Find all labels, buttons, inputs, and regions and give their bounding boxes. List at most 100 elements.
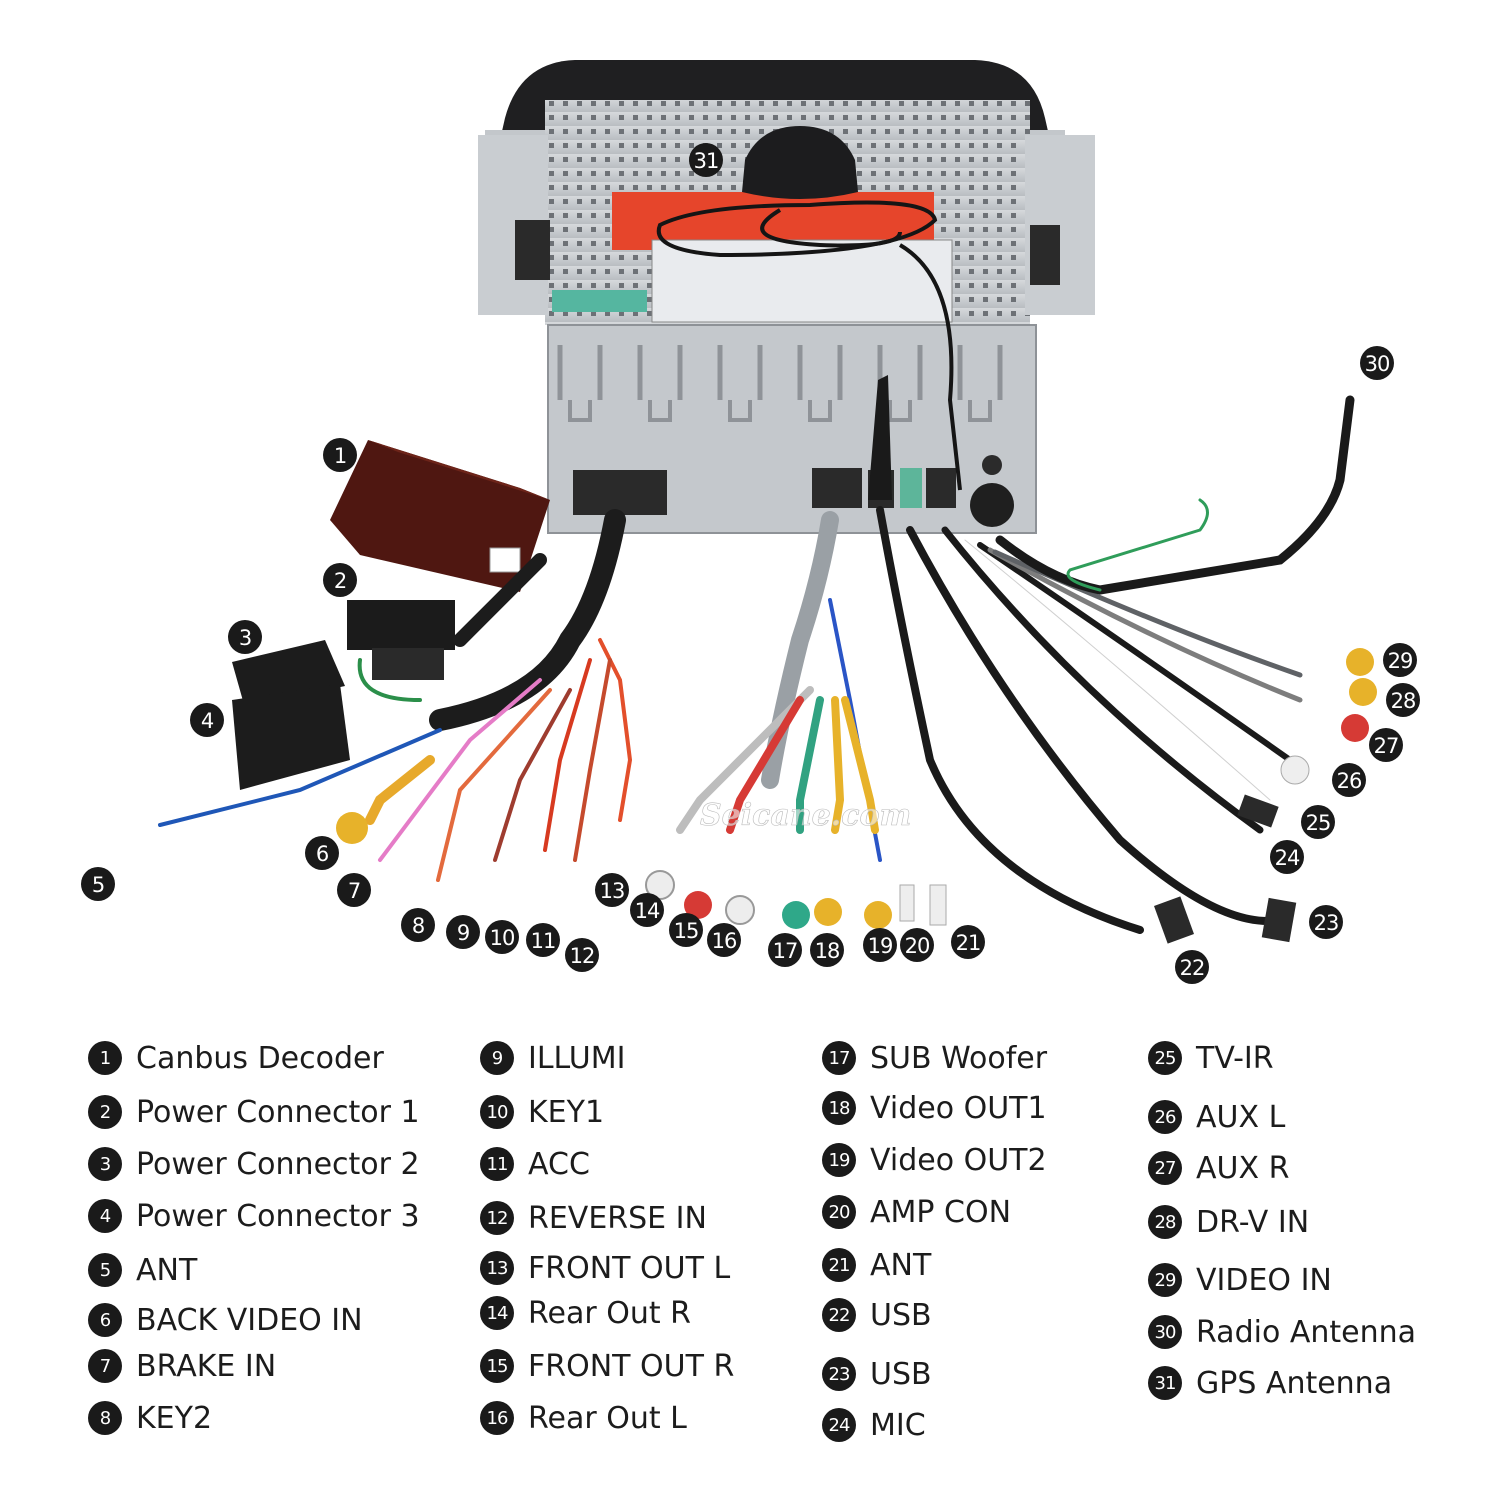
callout-badge-17: 17 [768, 933, 802, 967]
legend-item-16: 16 Rear Out L [480, 1398, 687, 1438]
callout-badge-11: 11 [526, 923, 560, 957]
callout-badge-13: 13 [595, 873, 629, 907]
svg-text:19: 19 [868, 934, 893, 958]
rca-plugs [336, 648, 1377, 944]
legend-label: ANT [870, 1247, 932, 1283]
callout-badge-6: 6 [305, 836, 339, 870]
callout-badge-5: 5 [81, 867, 115, 901]
legend-number: 16 [480, 1401, 514, 1435]
legend-number: 17 [822, 1041, 856, 1075]
legend-label: AUX L [1196, 1099, 1286, 1135]
svg-text:1: 1 [334, 444, 346, 468]
legend-label: GPS Antenna [1196, 1365, 1393, 1401]
svg-text:21: 21 [956, 931, 981, 955]
legend-label: KEY2 [136, 1400, 213, 1436]
legend-number: 15 [480, 1349, 514, 1383]
svg-text:3: 3 [239, 626, 251, 650]
callout-badge-25: 25 [1301, 805, 1335, 839]
legend-label: Power Connector 2 [136, 1146, 420, 1182]
callout-badge-22: 22 [1175, 950, 1209, 984]
legend-number: 14 [480, 1296, 514, 1330]
legend-number: 2 [88, 1095, 122, 1129]
legend-label: FRONT OUT R [528, 1348, 735, 1384]
legend-item-5: 5 ANT [88, 1250, 197, 1290]
legend-number: 10 [480, 1095, 514, 1129]
legend-number: 13 [480, 1251, 514, 1285]
legend-item-6: 6 BACK VIDEO IN [88, 1300, 363, 1340]
legend-number: 3 [88, 1147, 122, 1181]
legend-label: KEY1 [528, 1094, 605, 1130]
callout-badge-23: 23 [1309, 905, 1343, 939]
legend-label: ANT [136, 1252, 198, 1288]
svg-text:17: 17 [773, 939, 798, 963]
legend-label: BACK VIDEO IN [136, 1302, 363, 1338]
legend-number: 4 [88, 1199, 122, 1233]
svg-text:10: 10 [490, 926, 515, 950]
legend-label: Radio Antenna [1196, 1314, 1417, 1350]
legend-item-3: 3 Power Connector 2 [88, 1144, 420, 1184]
legend-number: 20 [822, 1195, 856, 1229]
svg-text:20: 20 [905, 934, 930, 958]
legend-number: 29 [1148, 1263, 1182, 1297]
svg-text:4: 4 [201, 709, 214, 733]
legend-number: 5 [88, 1253, 122, 1287]
callout-badge-9: 9 [446, 915, 480, 949]
svg-text:23: 23 [1314, 911, 1339, 935]
legend-item-21: 21 ANT [822, 1245, 931, 1285]
legend-number: 6 [88, 1303, 122, 1337]
svg-text:28: 28 [1391, 689, 1416, 713]
callout-badge-7: 7 [337, 873, 371, 907]
legend-item-12: 12 REVERSE IN [480, 1198, 707, 1238]
legend-number: 24 [822, 1408, 856, 1442]
legend-label: REVERSE IN [528, 1200, 707, 1236]
legend-label: FRONT OUT L [528, 1250, 731, 1286]
legend-label: Video OUT2 [870, 1142, 1047, 1178]
callout-badge-15: 15 [669, 913, 703, 947]
callout-badge-30: 30 [1360, 346, 1394, 380]
legend-label: VIDEO IN [1196, 1262, 1332, 1298]
legend-number: 25 [1148, 1041, 1182, 1075]
canbus-decoder [330, 440, 550, 592]
callout-badge-29: 29 [1383, 643, 1417, 677]
svg-text:2: 2 [334, 569, 346, 593]
legend-label: USB [870, 1356, 932, 1392]
legend-number: 7 [88, 1349, 122, 1383]
callout-badge-18: 18 [810, 933, 844, 967]
legend-label: Rear Out L [528, 1400, 687, 1436]
svg-text:16: 16 [712, 929, 737, 953]
legend-number: 28 [1148, 1205, 1182, 1239]
legend-item-10: 10 KEY1 [480, 1092, 604, 1132]
legend-number: 31 [1148, 1366, 1182, 1400]
legend-number: 12 [480, 1201, 514, 1235]
legend-number: 19 [822, 1143, 856, 1177]
legend-number: 30 [1148, 1315, 1182, 1349]
svg-text:13: 13 [600, 879, 625, 903]
callout-badge-10: 10 [485, 920, 519, 954]
callout-badge-1: 1 [323, 438, 357, 472]
callout-badge-3: 3 [228, 620, 262, 654]
callout-badge-16: 16 [707, 923, 741, 957]
legend-number: 21 [822, 1248, 856, 1282]
legend-number: 18 [822, 1091, 856, 1125]
watermark: Seicane.com [700, 798, 911, 833]
callout-badge-24: 24 [1270, 840, 1304, 874]
wire-harness [158, 395, 1355, 934]
svg-text:15: 15 [674, 919, 699, 943]
svg-text:31: 31 [694, 149, 719, 173]
svg-text:9: 9 [457, 921, 469, 945]
legend-item-13: 13 FRONT OUT L [480, 1248, 730, 1288]
legend-item-15: 15 FRONT OUT R [480, 1346, 734, 1386]
legend-label: Canbus Decoder [136, 1040, 384, 1076]
